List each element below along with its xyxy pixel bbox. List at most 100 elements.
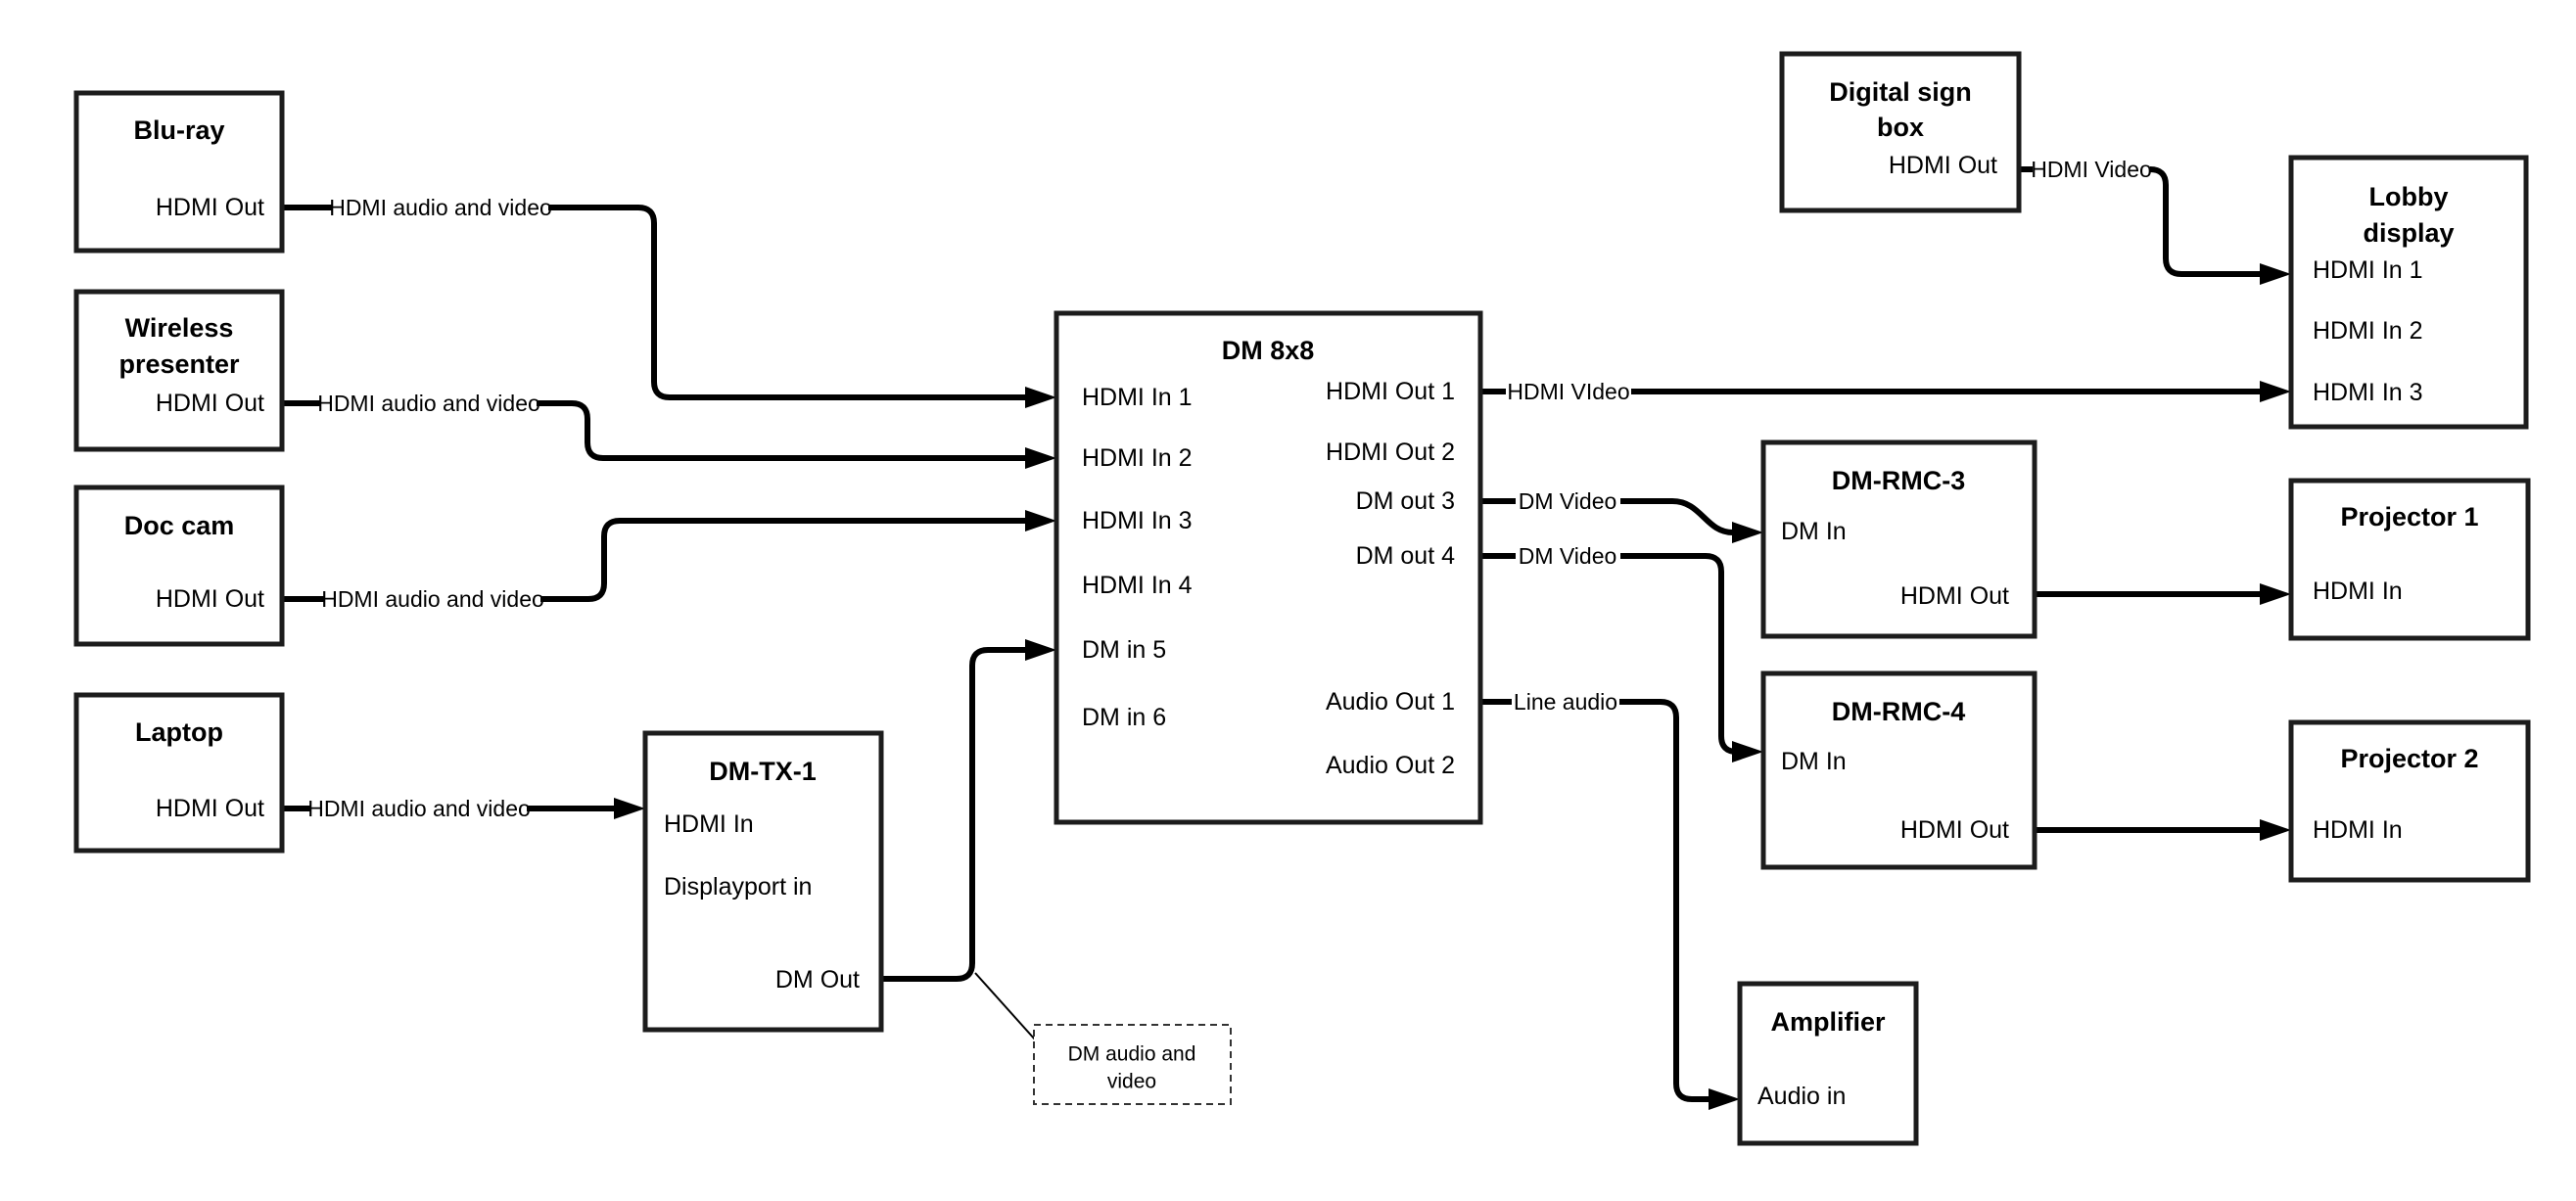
arrowhead-icon [1732, 522, 1763, 543]
edge-label-bg [321, 389, 537, 418]
port-doccam-hdmi-out: HDMI Out [156, 585, 264, 613]
node-dm-8x8: DM 8x8 HDMI In 1 HDMI In 2 HDMI In 3 HDM… [1054, 310, 1483, 825]
port-lobby-hdmi-in-1: HDMI In 1 [2313, 256, 2423, 284]
node-doc-cam: Doc cam HDMI Out [73, 485, 285, 647]
node-proj1-title: Projector 1 [2340, 502, 2478, 531]
arrowhead-icon [1025, 447, 1056, 469]
port-dmtx1-hdmi-in: HDMI In [664, 810, 754, 838]
port-laptop-hdmi-out: HDMI Out [156, 795, 264, 822]
node-rmc4-title: DM-RMC-4 [1832, 697, 1965, 726]
edge-bluray-to-dm8x8-in1 [282, 205, 1029, 400]
node-projector-1: Projector 1 HDMI In [2288, 478, 2531, 641]
edge-label-bg [1506, 377, 1631, 406]
port-dm8x8-hdmi-in-4: HDMI In 4 [1082, 572, 1193, 599]
edge-label-hdmi-video-out1: HDMI VIdeo [1507, 379, 1629, 404]
node-dmtx1-title: DM-TX-1 [709, 757, 817, 786]
port-dm8x8-hdmi-in-3: HDMI In 3 [1082, 507, 1193, 534]
port-proj1-hdmi-in: HDMI In [2313, 577, 2403, 605]
node-dm-rmc-3: DM-RMC-3 DM In HDMI Out [1760, 439, 2037, 639]
node-dm-tx-1: DM-TX-1 HDMI In Displayport in DM Out [642, 730, 884, 1033]
port-proj2-hdmi-in: HDMI In [2313, 816, 2403, 844]
node-amplifier-box [1737, 981, 1919, 1146]
port-dm8x8-hdmi-in-1: HDMI In 1 [1082, 384, 1193, 411]
edge-dmtx1-to-dm8x8-in5 [881, 647, 1029, 982]
arrowhead-icon [614, 798, 645, 819]
edge-label-bg [333, 193, 548, 222]
edge-dm8x8-out4-to-rmc4 [1480, 553, 1738, 755]
node-dm8x8-title: DM 8x8 [1222, 336, 1315, 365]
port-rmc4-dm-in: DM In [1781, 748, 1847, 775]
edge-label-wireless: HDMI audio and video [317, 391, 540, 416]
port-lobby-hdmi-in-3: HDMI In 3 [2313, 379, 2423, 406]
node-laptop-title: Laptop [135, 717, 223, 747]
arrowhead-icon [1025, 510, 1056, 531]
node-bluray-title: Blu-ray [133, 115, 224, 145]
node-wireless-presenter: Wireless presenter HDMI Out [73, 289, 285, 452]
node-bluray-box [73, 90, 285, 254]
node-dm-rmc-4: DM-RMC-4 DM In HDMI Out [1760, 670, 2037, 870]
node-rmc4-box [1760, 670, 2037, 870]
port-rmc3-dm-in: DM In [1781, 518, 1847, 545]
node-doccam-box [73, 485, 285, 647]
callout-text-line2: video [1107, 1071, 1156, 1093]
port-dm8x8-hdmi-out-1: HDMI Out 1 [1326, 378, 1455, 405]
node-rmc3-title: DM-RMC-3 [1832, 466, 1965, 495]
node-lobby-display: Lobby display HDMI In 1 HDMI In 2 HDMI I… [2288, 155, 2529, 430]
node-amplifier: Amplifier Audio in [1737, 981, 1919, 1146]
arrowhead-icon [2260, 819, 2291, 841]
edge-dm8x8-out3-to-rmc3 [1480, 498, 1734, 535]
edge-label-dm-video-out3: DM Video [1519, 488, 1617, 514]
node-digital-sign-box: Digital sign box HDMI Out [1779, 51, 2022, 213]
port-dm8x8-hdmi-out-2: HDMI Out 2 [1326, 439, 1455, 466]
arrowhead-icon [2260, 381, 2291, 402]
edge-sign-to-lobby-in1 [2019, 166, 2264, 277]
port-amplifier-audio-in: Audio in [1757, 1083, 1846, 1110]
node-bluray: Blu-ray HDMI Out [73, 90, 285, 254]
callout-dm-audio-video: DM audio and video [974, 972, 1232, 1105]
node-lobby-title-line2: display [2363, 218, 2454, 248]
port-dm8x8-dm-out-3: DM out 3 [1356, 487, 1455, 515]
node-wireless-title-line2: presenter [118, 349, 240, 379]
node-proj2-title: Projector 2 [2340, 744, 2478, 773]
port-digital-sign-hdmi-out: HDMI Out [1889, 152, 1997, 179]
arrowhead-icon [1025, 387, 1056, 408]
node-doccam-title: Doc cam [124, 511, 235, 540]
arrowhead-icon [2260, 263, 2291, 285]
edge-label-bg [1512, 687, 1619, 716]
arrowhead-icon [1025, 639, 1056, 661]
arrowhead-icon [1709, 1088, 1740, 1110]
node-lobby-title-line1: Lobby [2369, 182, 2449, 211]
edge-label-bg [1516, 541, 1620, 571]
port-bluray-hdmi-out: HDMI Out [156, 194, 264, 221]
node-dm8x8-box [1054, 310, 1483, 825]
node-dmtx1-box [642, 730, 884, 1033]
edge-label-bluray: HDMI audio and video [329, 195, 552, 220]
port-dmtx1-displayport-in: Displayport in [664, 873, 812, 901]
node-proj1-box [2288, 478, 2531, 641]
edge-dm8x8-aout1-to-amplifier [1480, 699, 1712, 1102]
edge-doccam-to-dm8x8-in3 [282, 518, 1029, 602]
edge-labels: HDMI audio and video HDMI audio and vide… [307, 155, 2152, 823]
node-lobby-box [2288, 155, 2529, 430]
port-rmc4-hdmi-out: HDMI Out [1900, 816, 2009, 844]
port-dm8x8-audio-out-1: Audio Out 1 [1326, 688, 1455, 716]
arrowhead-icon [1732, 741, 1763, 762]
node-wireless-box [73, 289, 285, 452]
edge-label-doccam: HDMI audio and video [321, 586, 544, 612]
edge-label-bg [325, 584, 540, 614]
edge-wireless-to-dm8x8-in2 [282, 400, 1029, 461]
node-laptop: Laptop HDMI Out [73, 692, 285, 854]
port-dmtx1-dm-out: DM Out [775, 966, 860, 993]
edge-label-sign-hdmi-video: HDMI Video [2031, 157, 2152, 182]
edge-label-bg [1516, 486, 1620, 516]
callout-box [1033, 1024, 1232, 1105]
node-digital-sign-box [1779, 51, 2022, 213]
node-digital-sign-title-line1: Digital sign [1829, 77, 1972, 107]
edge-label-bg [2033, 155, 2150, 184]
node-proj2-box [2288, 719, 2531, 883]
edge-label-line-audio: Line audio [1514, 689, 1617, 715]
node-digital-sign-title-line2: box [1877, 113, 1924, 142]
port-wireless-hdmi-out: HDMI Out [156, 390, 264, 417]
arrowhead-icon [2260, 583, 2291, 605]
